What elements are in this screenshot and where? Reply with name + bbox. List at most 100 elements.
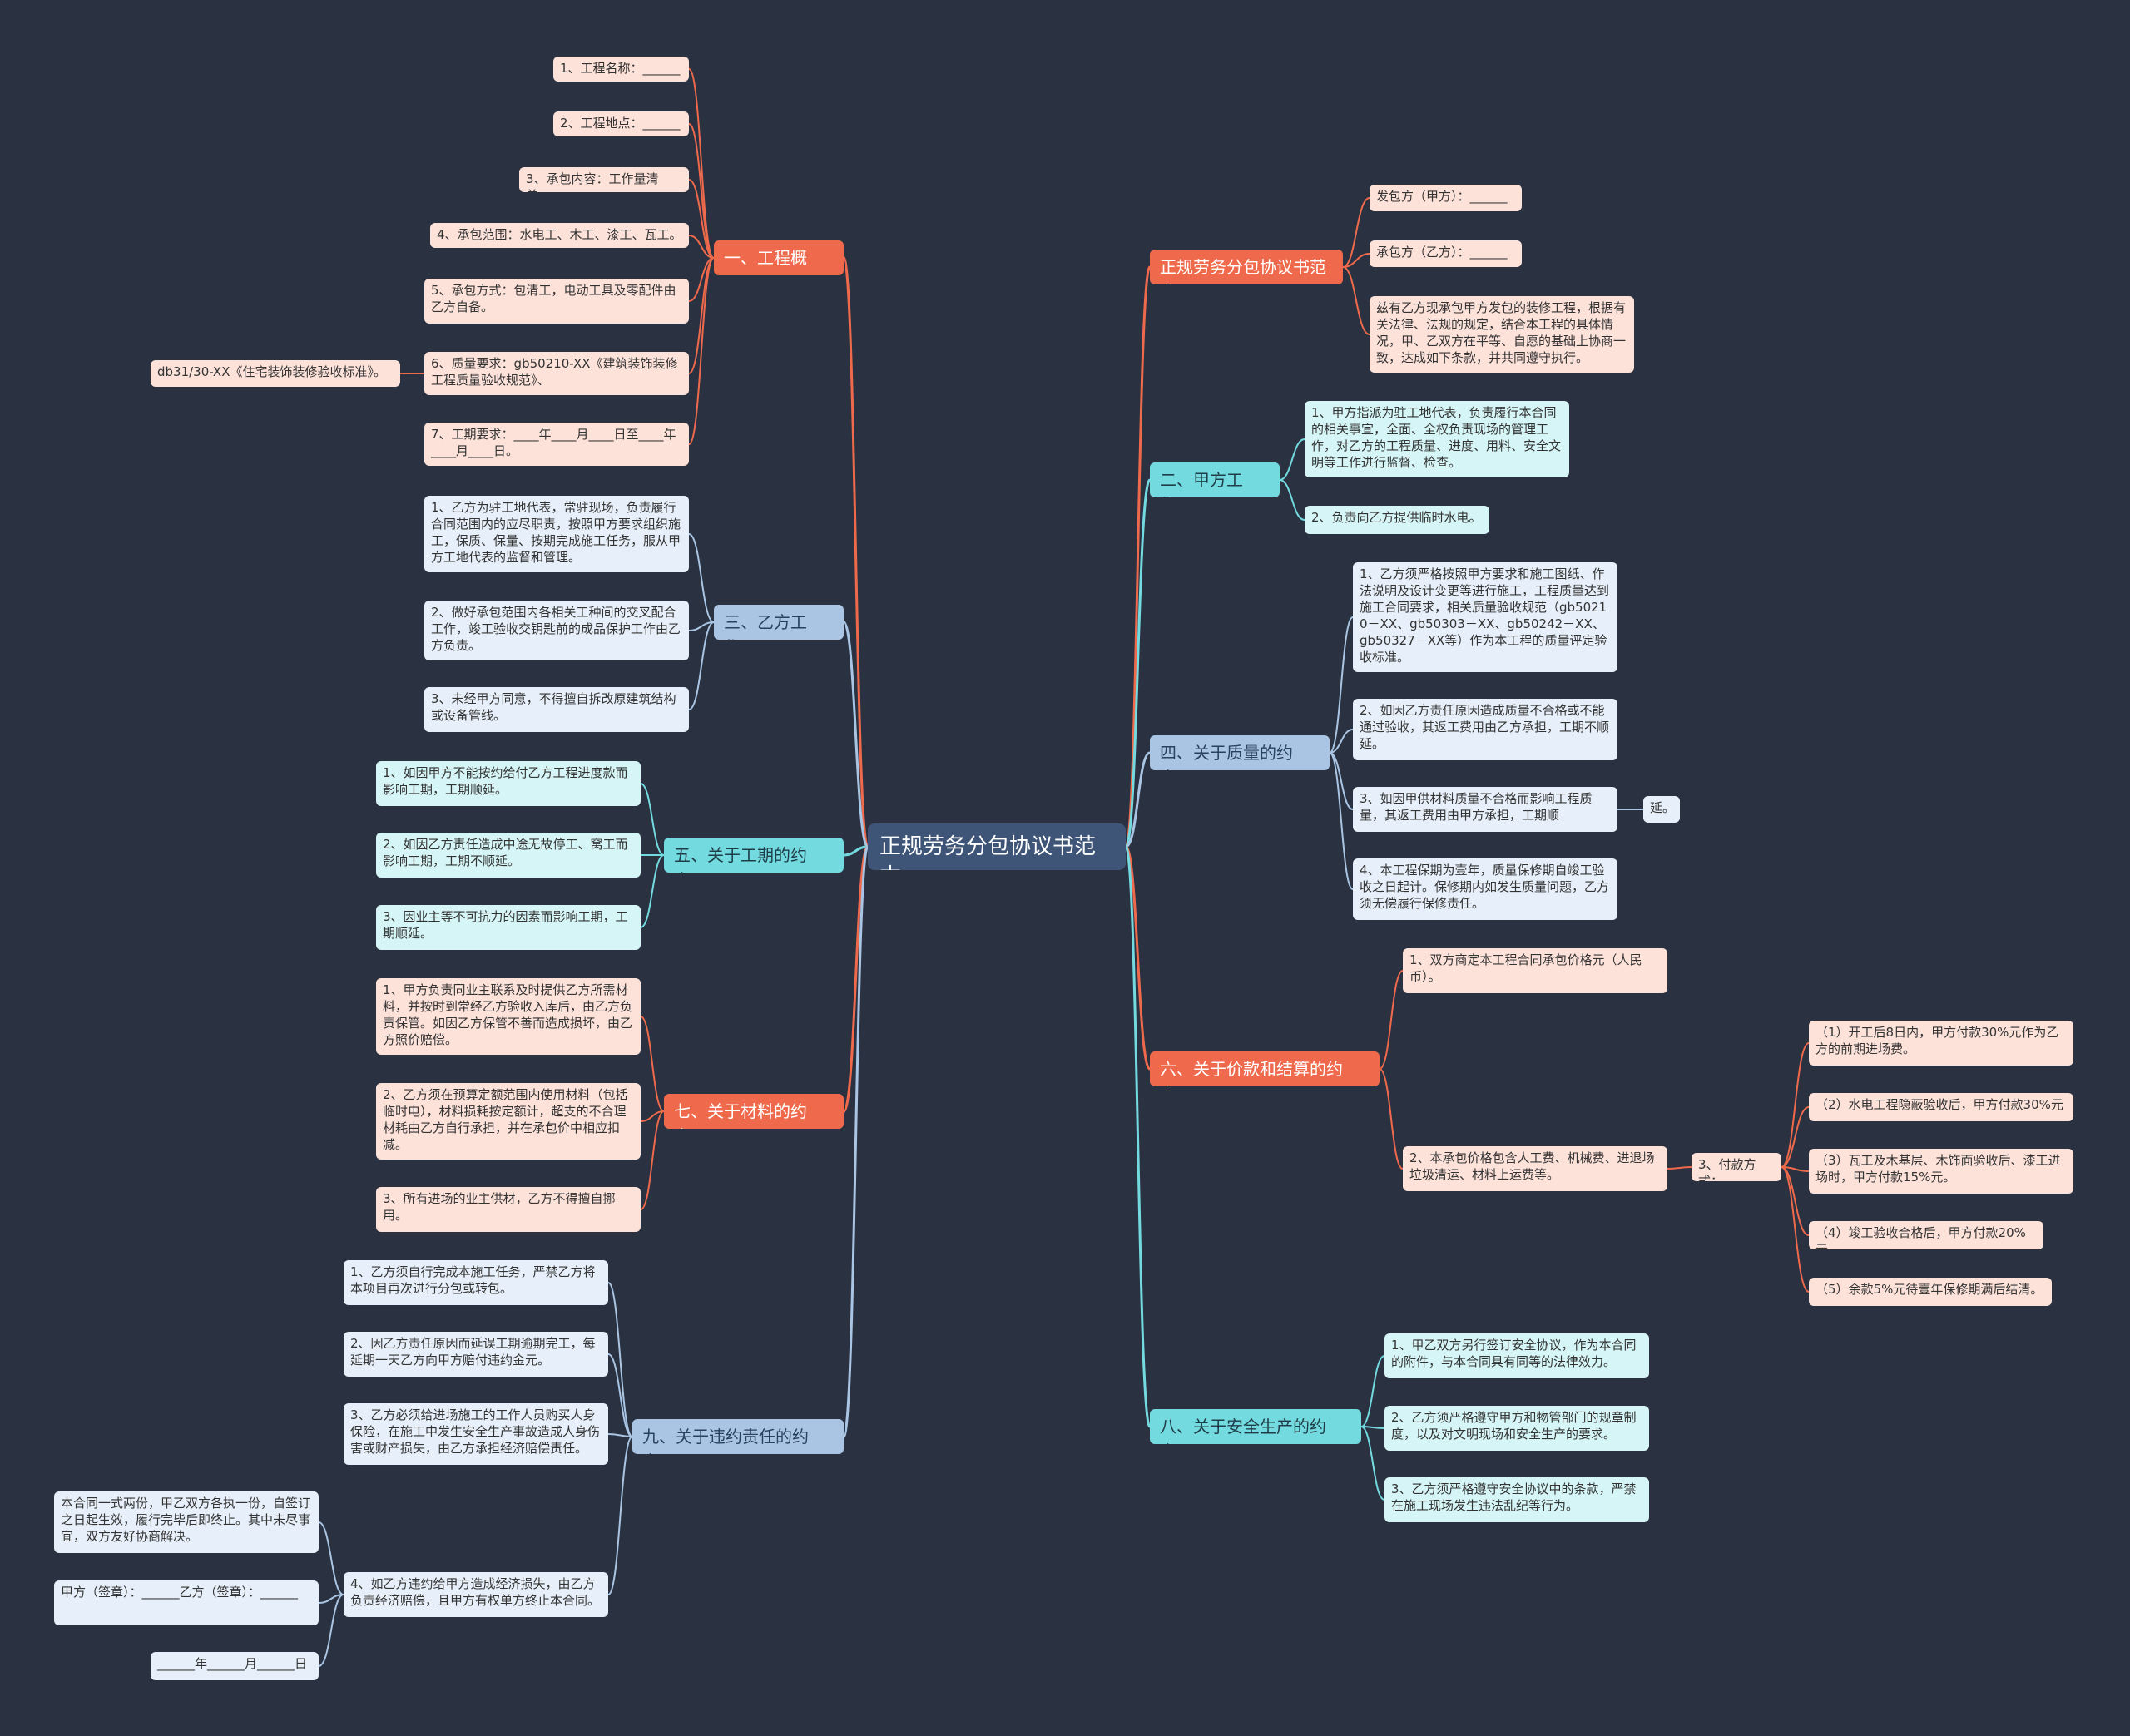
leaf-text: （5）余款5%元待壹年保修期满后结清。 — [1815, 1282, 2043, 1297]
connector-24 — [640, 1016, 665, 1112]
connector-23 — [640, 854, 665, 928]
leaf-text: 2、做好承包范围内各相关工种间的交叉配合工作，竣工验收交钥匙前的成品保护工作由乙… — [431, 605, 681, 653]
leaf-s4-4[interactable]: 4、本工程保期为壹年，质量保修期自竣工验收之日起计。保修期内如发生质量问题，乙方… — [1353, 858, 1617, 920]
leaf-s6-1[interactable]: 1、双方商定本工程合同承包价格元（人民币）。 — [1403, 948, 1667, 993]
leaf-s1-7[interactable]: 7、工期要求：____年____月____日至____年____月____日。 — [424, 423, 689, 466]
leaf-s4-1[interactable]: 1、乙方须严格按照甲方要求和施工图纸、作法说明及设计变更等进行施工，工程质量达到… — [1353, 562, 1617, 672]
branch-schedule[interactable]: 五、关于工期的约定： — [664, 838, 844, 873]
connector-53 — [1360, 1426, 1385, 1429]
leaf-text: 4、承包范围：水电工、木工、漆工、瓦工。 — [437, 227, 682, 242]
connector-2 — [843, 845, 869, 857]
leaf-s9-1[interactable]: 1、乙方须自行完成本施工任务，严禁乙方将本项目再次进行分包或转包。 — [344, 1260, 608, 1305]
branch-safety[interactable]: 八、关于安全生产的约定： — [1150, 1409, 1361, 1444]
leaf-title-1[interactable]: 发包方（甲方）：______ — [1370, 185, 1522, 211]
leaf-s1-1[interactable]: 1、工程名称：______ — [553, 57, 689, 82]
branch-label: 三、乙方工作： — [724, 612, 807, 640]
branch-price-settlement[interactable]: 六、关于价款和结算的约定： — [1150, 1051, 1380, 1086]
leaf-text: 4、本工程保期为壹年，质量保修期自竣工验收之日起计。保修期内如发生质量问题，乙方… — [1360, 863, 1610, 911]
connector-18 — [688, 533, 715, 623]
connector-33 — [318, 1594, 344, 1667]
leaf-s7-3[interactable]: 3、所有进场的业主供材，乙方不得擅自挪用。 — [376, 1187, 641, 1232]
connector-26 — [640, 1110, 665, 1210]
leaf-text: 发包方（甲方）：______ — [1376, 189, 1508, 204]
leaf-title-3[interactable]: 兹有乙方现承包甲方发包的装修工程，根据有关法律、法规的规定，结合本工程的具体情况… — [1370, 296, 1634, 373]
leaf-s8-1[interactable]: 1、甲乙双方另行签订安全协议，作为本合同的附件，与本合同具有同等的法律效力。 — [1384, 1333, 1649, 1378]
leaf-s9-sub-2[interactable]: 甲方（签章）：______乙方（签章）：______ — [54, 1580, 319, 1625]
leaf-s6-2[interactable]: 2、本承包价格包含人工费、机械费、进退场垃圾清运、材料上运费等。 — [1403, 1146, 1667, 1191]
connector-49 — [1781, 1166, 1810, 1172]
connector-9 — [1124, 845, 1152, 1428]
branch-client-work[interactable]: 二、甲方工作： — [1150, 462, 1280, 497]
leaf-s8-3[interactable]: 3、乙方须严格遵守安全协议中的条款，严禁在施工现场发生违法乱纪等行为。 — [1384, 1477, 1649, 1522]
connector-16 — [688, 257, 715, 445]
leaf-s5-2[interactable]: 2、如因乙方责任造成中途无故停工、窝工而影响工期，工期不顺延。 — [376, 833, 641, 878]
leaf-text: 3、所有进场的业主供材，乙方不得擅自挪用。 — [383, 1191, 616, 1223]
leaf-s3-3[interactable]: 3、未经甲方同意，不得擅自拆改原建筑结构或设备管线。 — [424, 687, 689, 732]
leaf-s1-6[interactable]: 6、质量要求：gb50210-XX《建筑装饰装修工程质量验收规范》、 — [424, 352, 689, 395]
leaf-s1-3[interactable]: 3、承包内容：工作量清单。 — [519, 167, 689, 192]
leaf-s9-4[interactable]: 4、如乙方违约给甲方造成经济损失，由乙方负责经济赔偿，且甲方有权单方终止本合同。 — [344, 1572, 608, 1617]
leaf-s9-2[interactable]: 2、因乙方责任原因而延误工期逾期完工，每延期一天乙方向甲方赔付违约金元。 — [344, 1332, 608, 1377]
connector-51 — [1781, 1166, 1810, 1293]
leaf-text: 2、工程地点：______ — [560, 116, 681, 131]
leaf-s1-5[interactable]: 5、承包方式：包清工，电动工具及零配件由乙方自备。 — [424, 279, 689, 324]
leaf-s2-2[interactable]: 2、负责向乙方提供临时水电。 — [1305, 506, 1489, 534]
leaf-s3-1[interactable]: 1、乙方为驻工地代表，常驻现场，负责履行合同范围内的应尽职责，按照甲方要求组织施… — [424, 496, 689, 572]
leaf-s1-2[interactable]: 2、工程地点：______ — [553, 111, 689, 136]
leaf-s3-2[interactable]: 2、做好承包范围内各相关工种间的交叉配合工作，竣工验收交钥匙前的成品保护工作由乙… — [424, 601, 689, 660]
branch-label: 五、关于工期的约定： — [674, 845, 807, 873]
leaf-text: 3、如因甲供材料质量不合格而影响工程质量，其返工费用由甲方承担，工期顺 — [1360, 791, 1593, 823]
leaf-title-2[interactable]: 承包方（乙方）：______ — [1370, 240, 1522, 267]
connector-46 — [1667, 1166, 1692, 1170]
branch-contractor-work[interactable]: 三、乙方工作： — [714, 605, 844, 640]
leaf-s9-3[interactable]: 3、乙方必须给进场施工的工作人员购买人身保险，在施工中发生安全生产事故造成人身伤… — [344, 1403, 608, 1465]
leaf-s2-1[interactable]: 1、甲方指派为驻工地代表，负责履行本合同的相关事宜，全面、全权负责现场的管理工作… — [1305, 401, 1569, 477]
connector-39 — [1329, 616, 1354, 754]
leaf-text: 3、未经甲方同意，不得擅自拆改原建筑结构或设备管线。 — [431, 691, 676, 723]
leaf-text: 延。 — [1650, 800, 1676, 815]
connector-12 — [688, 179, 715, 259]
connector-31 — [318, 1521, 344, 1595]
leaf-s6-pay[interactable]: 3、付款方式： — [1692, 1153, 1781, 1181]
leaf-s6-pay-3[interactable]: （3）瓦工及木基层、木饰面验收后、漆工进场时，甲方付款15%元。 — [1809, 1149, 2073, 1194]
leaf-s5-1[interactable]: 1、如因甲方不能按约给付乙方工程进度款而影响工期，工期顺延。 — [376, 761, 641, 806]
leaf-text: 1、甲乙双方另行签订安全协议，作为本合同的附件，与本合同具有同等的法律效力。 — [1391, 1338, 1637, 1369]
leaf-text: 2、乙方须严格遵守甲方和物管部门的规章制度，以及对文明现场和安全生产的要求。 — [1391, 1410, 1637, 1442]
leaf-s6-pay-5[interactable]: （5）余款5%元待壹年保修期满后结清。 — [1809, 1278, 2052, 1306]
leaf-s4-2[interactable]: 2、如因乙方责任原因造成质量不合格或不能通过验收，其返工费用由乙方承担，工期不顺… — [1353, 699, 1617, 760]
connector-37 — [1279, 438, 1305, 481]
connector-35 — [1342, 253, 1370, 268]
connector-34 — [1342, 197, 1370, 268]
leaf-text: （2）水电工程隐蔽验收后，甲方付款30%元 — [1815, 1097, 2063, 1112]
leaf-s1-6-extra[interactable]: db31/30-XX《住宅装饰装修验收标准》。 — [151, 360, 400, 387]
branch-quality[interactable]: 四、关于质量的约定： — [1150, 735, 1330, 770]
leaf-s1-4[interactable]: 4、承包范围：水电工、木工、漆工、瓦工。 — [430, 223, 689, 248]
branch-project-overview[interactable]: 一、工程概况： — [714, 240, 844, 275]
leaf-s4-3-extra[interactable]: 延。 — [1643, 796, 1680, 823]
connector-47 — [1781, 1042, 1810, 1168]
branch-materials[interactable]: 七、关于材料的约定： — [664, 1094, 844, 1129]
leaf-s7-1[interactable]: 1、甲方负责同业主联系及时提供乙方所需材料，并按时到常经乙方验收入库后，由乙方负… — [376, 978, 641, 1055]
branch-label: 七、关于材料的约定： — [674, 1101, 807, 1129]
branch-label: 八、关于安全生产的约定： — [1160, 1417, 1326, 1444]
leaf-s8-2[interactable]: 2、乙方须严格遵守甲方和物管部门的规章制度，以及对文明现场和安全生产的要求。 — [1384, 1406, 1649, 1451]
connector-29 — [607, 1433, 633, 1437]
branch-liability[interactable]: 九、关于违约责任的约定： — [632, 1419, 844, 1454]
leaf-s6-pay-1[interactable]: （1）开工后8日内，甲方付款30%元作为乙方的前期进场费。 — [1809, 1021, 2073, 1066]
branch-label: 正规劳务分包协议书范本 — [1160, 257, 1326, 284]
connector-1 — [842, 621, 869, 848]
root-topic[interactable]: 正规劳务分包协议书范本 — [868, 823, 1126, 870]
leaf-s9-sub-1[interactable]: 本合同一式两份，甲乙双方各执一份，自签订之日起生效，履行完毕后即终止。其中未尽事… — [54, 1491, 319, 1553]
leaf-s6-pay-4[interactable]: （4）竣工验收合格后，甲方付款20%元。 — [1809, 1221, 2043, 1249]
leaf-s7-2[interactable]: 2、乙方须在预算定额范围内使用材料（包括临时电），材料损耗按定额计，超支的不合理… — [376, 1083, 641, 1160]
branch-title[interactable]: 正规劳务分包协议书范本 — [1150, 250, 1343, 284]
leaf-text: 7、工期要求：____年____月____日至____年____月____日。 — [431, 427, 676, 458]
root-label: 正规劳务分包协议书范本 — [879, 834, 1097, 870]
leaf-s4-3[interactable]: 3、如因甲供材料质量不合格而影响工程质量，其返工费用由甲方承担，工期顺 — [1353, 787, 1617, 832]
leaf-text: 1、甲方负责同业主联系及时提供乙方所需材料，并按时到常经乙方验收入库后，由乙方负… — [383, 982, 633, 1047]
leaf-s9-sub-3[interactable]: ______年______月______日 — [151, 1652, 319, 1680]
connector-45 — [1379, 1068, 1404, 1170]
leaf-s5-3[interactable]: 3、因业主等不可抗力的因素而影响工期，工期顺延。 — [376, 905, 641, 950]
leaf-s6-pay-2[interactable]: （2）水电工程隐蔽验收后，甲方付款30%元 — [1809, 1093, 2073, 1121]
leaf-text: 1、乙方须自行完成本施工任务，严禁乙方将本项目再次进行分包或转包。 — [350, 1264, 596, 1296]
